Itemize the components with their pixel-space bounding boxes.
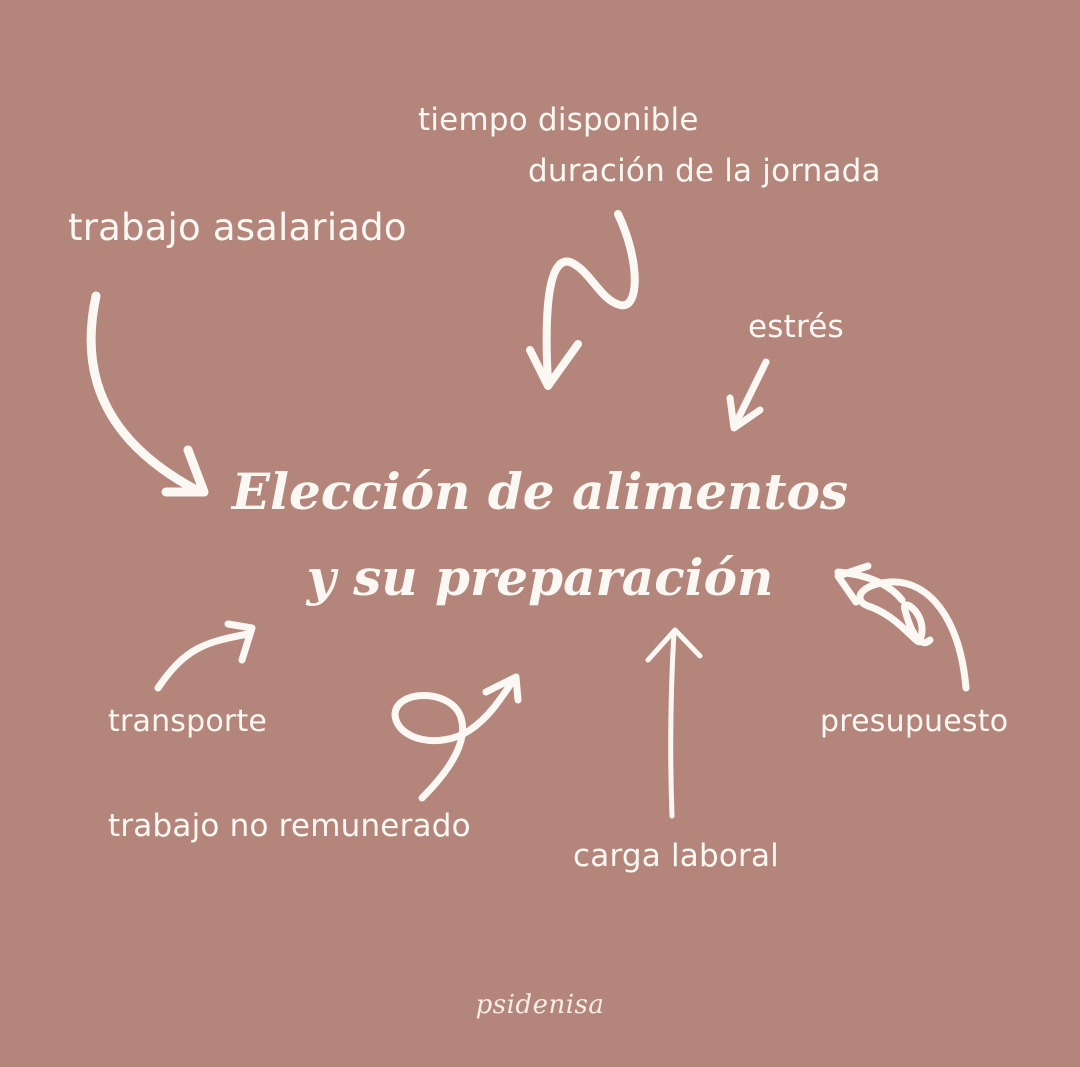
factor-estres: estrés: [748, 309, 844, 345]
author-signature: psidenisa: [475, 990, 605, 1020]
factor-transporte: transporte: [108, 704, 268, 739]
arrow-presupuesto: [834, 562, 970, 692]
factor-duracion-jornada: duración de la jornada: [528, 153, 881, 189]
factor-tiempo-disponible: tiempo disponible: [418, 102, 699, 138]
diagram-title-line-2: y su preparación: [306, 548, 774, 607]
factor-trabajo-asalariado: trabajo asalariado: [68, 206, 407, 249]
arrow-duracion-jornada: [526, 210, 639, 390]
factor-carga-laboral: carga laboral: [573, 838, 779, 874]
diagram-title-line-1: Elección de alimentos: [231, 462, 849, 521]
arrow-trabajo-no-remunerado: [391, 673, 522, 802]
factor-presupuesto: presupuesto: [820, 704, 1009, 739]
arrow-carga-laboral: [645, 627, 703, 819]
arrow-transporte: [154, 620, 256, 692]
arrow-trabajo-asalariado: [86, 291, 209, 497]
factor-trabajo-no-remunerado: trabajo no remunerado: [108, 808, 471, 844]
arrow-estres: [726, 358, 770, 432]
